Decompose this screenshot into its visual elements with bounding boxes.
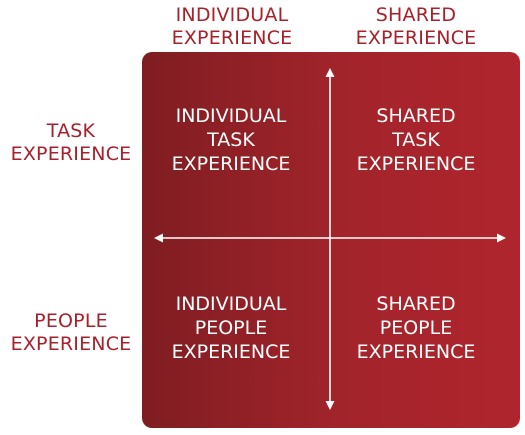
quadrant-line: INDIVIDUAL — [175, 105, 287, 127]
row-header-line: EXPERIENCE — [10, 333, 132, 355]
quadrant-line: EXPERIENCE — [356, 341, 476, 363]
arrowhead-left-icon — [154, 233, 163, 243]
quadrant-line: PEOPLE — [194, 317, 268, 339]
quadrant-shared-people-experience: SHARED PEOPLE EXPERIENCE — [331, 292, 501, 364]
row-header-task-experience: TASK EXPERIENCE — [0, 120, 142, 166]
quadrant-shared-task-experience: SHARED TASK EXPERIENCE — [331, 104, 501, 176]
column-header-line: INDIVIDUAL — [175, 4, 289, 26]
column-header-individual-experience: INDIVIDUAL EXPERIENCE — [152, 4, 312, 50]
quadrant-line: EXPERIENCE — [171, 341, 291, 363]
quadrant-line: PEOPLE — [379, 317, 453, 339]
quadrant-line: TASK — [207, 129, 255, 151]
quadrant-line: INDIVIDUAL — [175, 293, 287, 315]
experience-matrix: INDIVIDUAL TASK EXPERIENCE SHARED TASK E… — [142, 52, 520, 428]
arrowhead-up-icon — [325, 68, 335, 77]
row-header-line: TASK — [46, 120, 96, 142]
arrowhead-down-icon — [325, 401, 335, 410]
column-header-shared-experience: SHARED EXPERIENCE — [336, 4, 496, 50]
quadrant-line: EXPERIENCE — [171, 153, 291, 175]
quadrant-line: SHARED — [376, 293, 456, 315]
quadrant-individual-people-experience: INDIVIDUAL PEOPLE EXPERIENCE — [146, 292, 316, 364]
quadrant-line: EXPERIENCE — [356, 153, 476, 175]
column-header-line: SHARED — [375, 4, 457, 26]
matrix-axes — [154, 68, 506, 410]
quadrant-individual-task-experience: INDIVIDUAL TASK EXPERIENCE — [146, 104, 316, 176]
row-header-line: PEOPLE — [34, 310, 108, 332]
quadrant-line: TASK — [392, 129, 440, 151]
quadrant-line: SHARED — [376, 105, 456, 127]
arrowhead-right-icon — [497, 233, 506, 243]
column-header-line: EXPERIENCE — [355, 27, 477, 49]
row-header-line: EXPERIENCE — [10, 143, 132, 165]
row-header-people-experience: PEOPLE EXPERIENCE — [0, 310, 142, 356]
column-header-line: EXPERIENCE — [171, 27, 293, 49]
